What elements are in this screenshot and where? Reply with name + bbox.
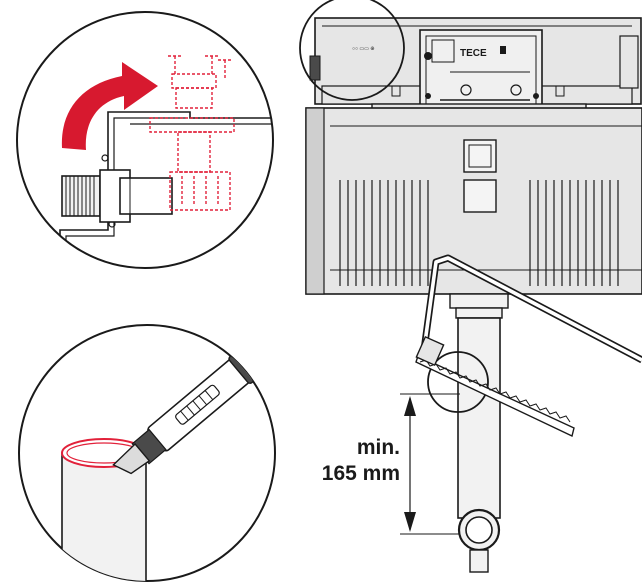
detail-circle-valve [16, 11, 274, 269]
rotate-clockwise-icon [61, 62, 159, 150]
brand-logo: TECE [460, 48, 487, 59]
rotating-fitting-highlight [149, 55, 235, 211]
cistern-body [305, 107, 642, 295]
control-box: TECE ○○ ▭▭ ⊕ [309, 17, 642, 111]
detail-callout-ring [299, 0, 405, 101]
dimension-label-min: min. [357, 436, 400, 459]
cistern-assembly: TECE ○○ ▭▭ ⊕ [299, 0, 642, 573]
cut-point-circle [427, 351, 489, 413]
flush-pipe [457, 317, 501, 573]
indicator-labels: ○○ ▭▭ ⊕ [352, 46, 374, 52]
detail-circle-cut-pipe [18, 324, 276, 582]
threaded-pipe [61, 169, 173, 223]
dimension-indicator: min. 165 mm [322, 393, 460, 535]
hacksaw-icon [415, 254, 642, 437]
dimension-label-value: 165 mm [322, 462, 400, 485]
